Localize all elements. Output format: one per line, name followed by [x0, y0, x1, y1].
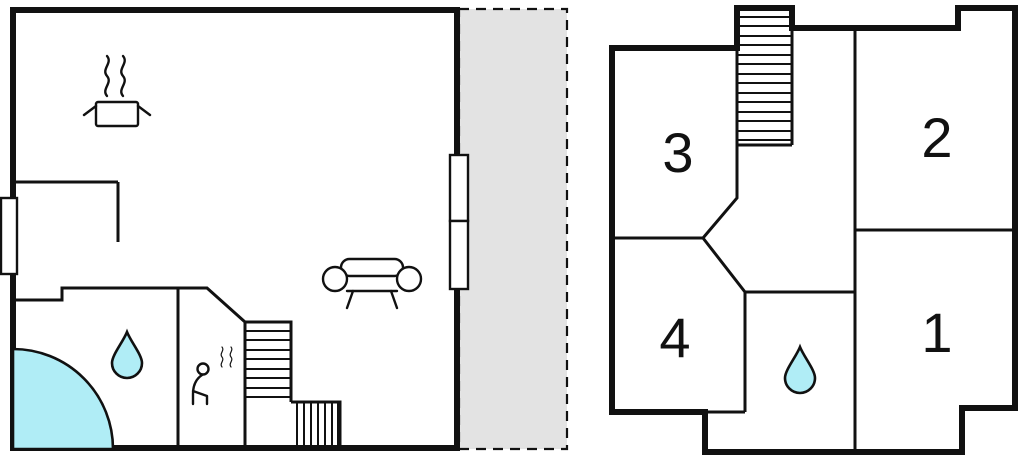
pot-body [94, 100, 140, 128]
sauna-person-icon [191, 346, 233, 406]
interior-walls [13, 180, 342, 449]
terrace-area [457, 7, 569, 451]
water-drop-icon [110, 328, 144, 380]
sofa-icon [321, 257, 423, 310]
room-label-3: 3 [662, 121, 693, 184]
pot-handles [82, 104, 152, 117]
person-head [196, 362, 210, 376]
person-body [191, 373, 209, 406]
interior-walls [612, 28, 1015, 450]
room-label-2: 2 [921, 106, 952, 169]
sofa-armrest [321, 265, 349, 293]
stairs-icon [738, 16, 791, 141]
stair-treads [246, 330, 290, 398]
stair-treads [738, 16, 791, 141]
window-icon [448, 153, 470, 223]
steam-icon [120, 54, 126, 98]
steam-icon [220, 346, 224, 368]
exterior-walls [609, 5, 1018, 455]
upper-floor-plan: 1 2 3 4 [609, 5, 1018, 455]
window-icon [448, 219, 470, 291]
sofa-armrest [395, 265, 423, 293]
room-label-1: 1 [921, 301, 952, 364]
sofa-back [339, 257, 405, 278]
corner-bathtub-icon [11, 347, 115, 451]
ground-floor-plan [0, 7, 569, 451]
stair-treads [296, 403, 339, 449]
stove-pot-icon [82, 54, 152, 128]
steam-icon [104, 54, 110, 98]
water-drop-icon [783, 343, 817, 395]
room-label-4: 4 [659, 306, 690, 369]
sofa-legs [345, 289, 399, 310]
steam-icon [229, 346, 233, 368]
window-icon [0, 196, 19, 276]
stairs-icon [246, 330, 339, 449]
exterior-walls [10, 7, 460, 451]
